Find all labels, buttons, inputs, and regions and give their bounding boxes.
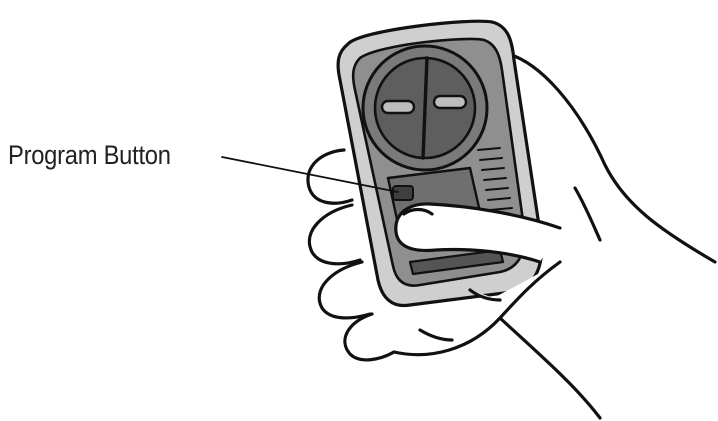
program-button (393, 186, 413, 200)
index-finger (308, 150, 352, 203)
thumb-nail (404, 210, 432, 215)
middle-finger (309, 205, 360, 264)
right-button-mark (434, 96, 466, 108)
program-button-label: Program Button (8, 138, 171, 172)
little-finger (345, 314, 394, 360)
remote-control-illustration (338, 21, 541, 305)
ring-finger (319, 262, 370, 318)
left-button-mark (382, 101, 414, 113)
palm-crease (575, 188, 600, 240)
wrist-outline (500, 318, 600, 418)
